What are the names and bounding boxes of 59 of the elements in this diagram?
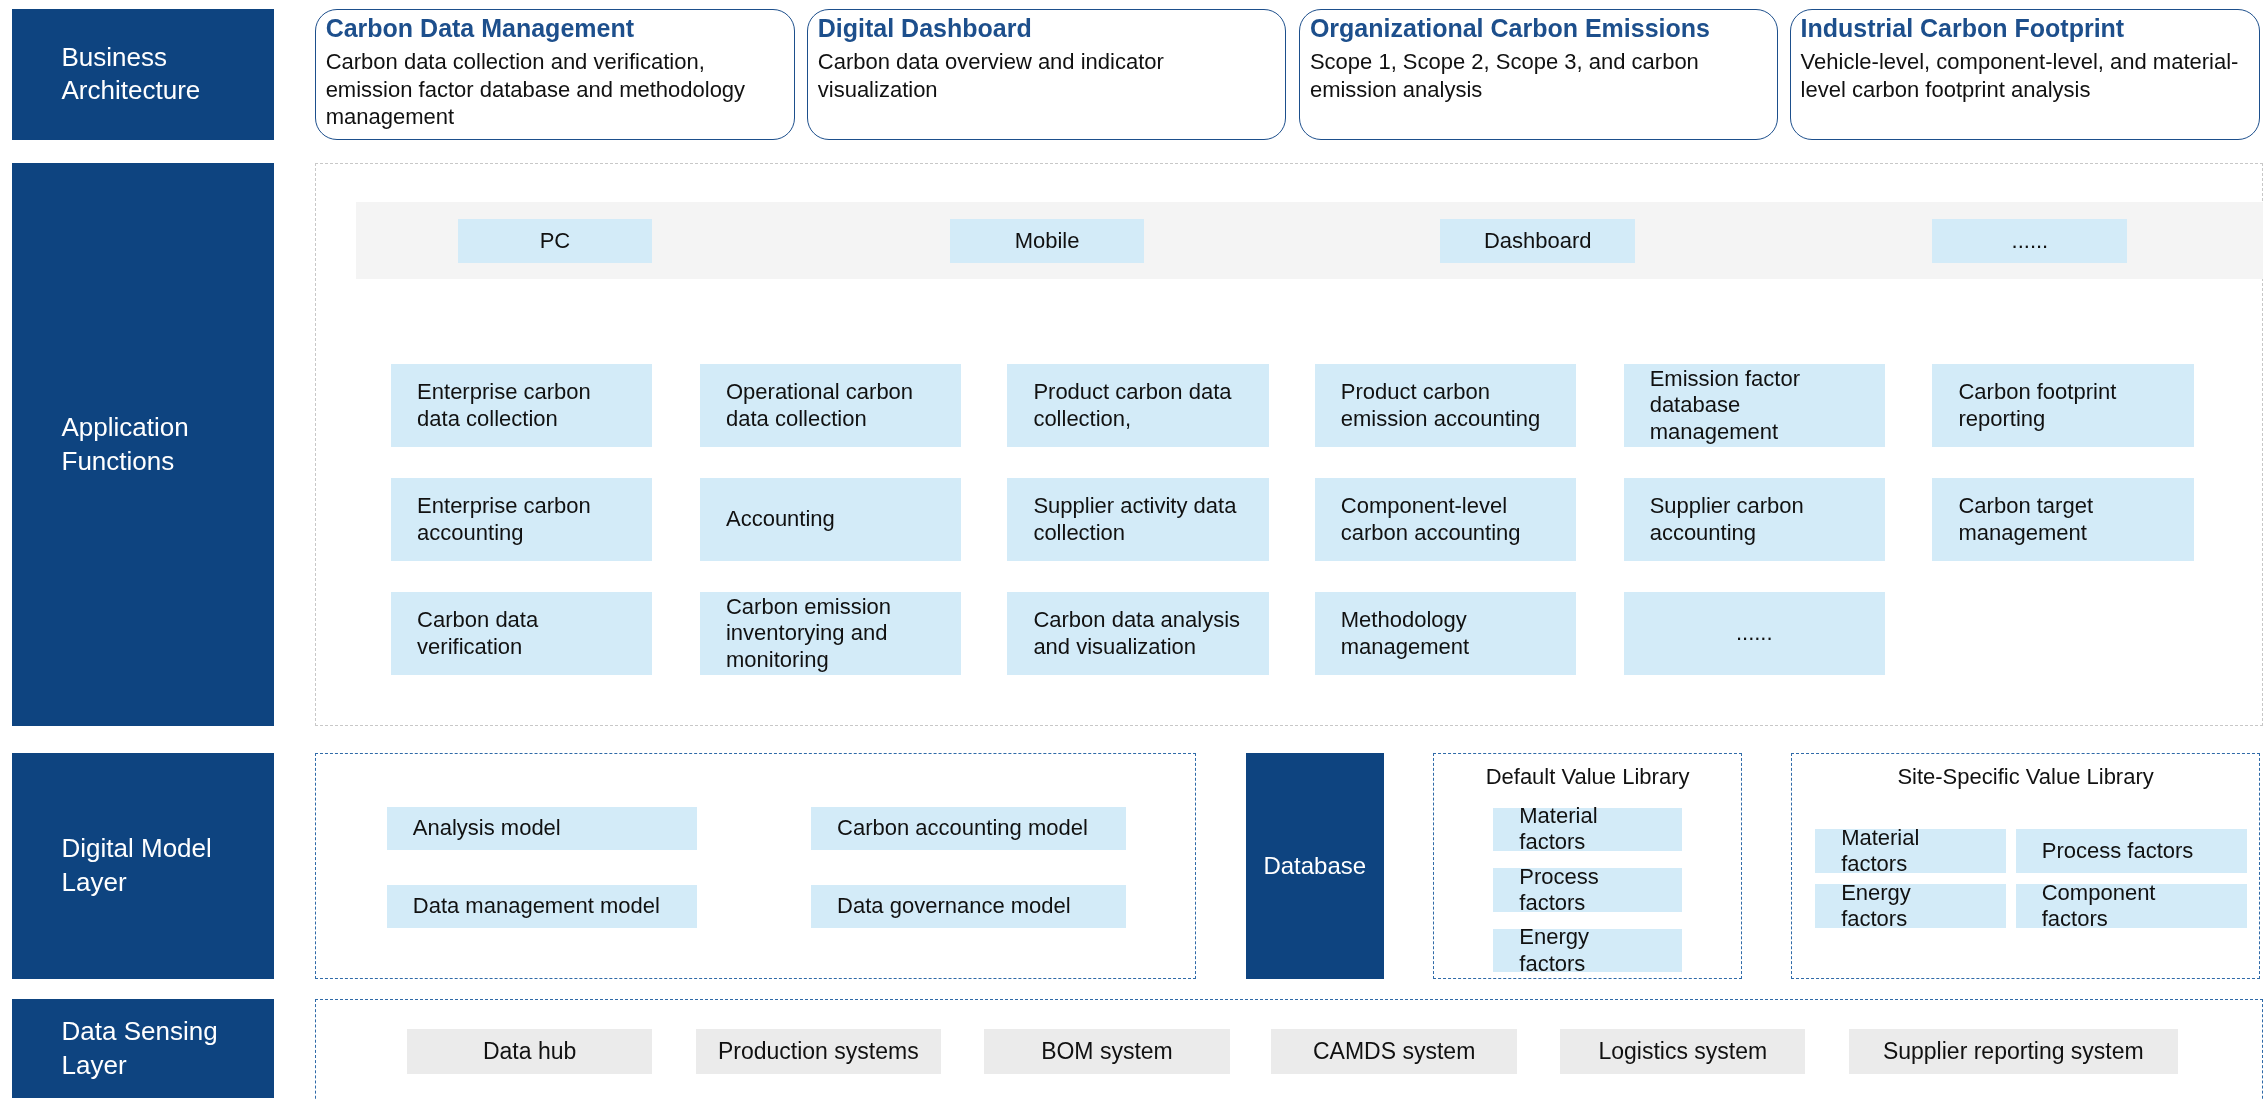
function-item: Emission factor database management [1623,363,1885,448]
card-description: Carbon data collection and verification, emission factor database and methodology management [325,48,747,131]
model-item: Carbon accounting model [811,806,1126,851]
factor-item: Component factors [2015,884,2247,928]
function-item: Product carbon data collection, [1007,363,1269,448]
card-description: Vehicle-level, component-level, and material-level carbon footprint analysis [1800,48,2240,104]
card-title: Digital Dashboard [817,12,1033,44]
system-item: BOM system [984,1029,1230,1074]
card-title: Carbon Data Management [325,12,635,44]
layer-header: Digital Model Layer [11,753,275,979]
card-description: Scope 1, Scope 2, Scope 3, and carbon emission analysis [1309,48,1700,104]
factor-item: Energy factors [1493,929,1683,973]
layer-header: Business Architecture [11,8,275,140]
function-item: Supplier activity data collection [1007,477,1269,562]
library-title: Site-Specific Value Library [1896,764,2155,791]
business-card [314,8,796,140]
channel-label: Dashboard [1440,219,1636,263]
system-item: Logistics system [1560,1029,1806,1074]
system-item: Supplier reporting system [1848,1029,2178,1074]
function-item: ...... [1623,591,1885,676]
function-item: Carbon data verification [391,591,653,676]
function-item: Enterprise carbon accounting [391,477,653,562]
function-item: Carbon data analysis and visualization [1007,591,1269,676]
function-item: Carbon footprint reporting [1932,363,2194,448]
model-item: Analysis model [386,806,698,851]
factor-item: Process factors [2015,829,2247,873]
card-description: Carbon data overview and indicator visualization [817,48,1165,104]
system-item: Data hub [407,1029,653,1074]
system-item: Production systems [695,1029,941,1074]
function-item: Operational carbon data collection [699,363,962,448]
model-item: Data management model [386,884,698,928]
model-item: Data governance model [811,884,1126,928]
function-item: Product carbon emission accounting [1314,363,1576,448]
function-item: Enterprise carbon data collection [391,363,653,448]
factor-item: Material factors [1815,829,2006,873]
function-item: Methodology management [1314,591,1576,676]
function-item: Supplier carbon accounting [1623,477,1885,562]
factor-item: Material factors [1493,807,1683,852]
factor-item: Process factors [1493,868,1683,912]
channel-label: ...... [1932,219,2128,263]
library-panel [1791,753,2261,979]
function-item: Carbon target management [1932,477,2194,562]
layer-header: Application Functions [11,163,275,726]
layer-header: Data Sensing Layer [11,998,275,1099]
system-item: CAMDS system [1271,1029,1517,1074]
factor-item: Energy factors [1815,884,2006,928]
library-title: Default Value Library [1484,764,1691,791]
business-card [806,8,1286,140]
card-title: Organizational Carbon Emissions [1309,12,1711,44]
business-card [1789,8,2261,140]
library-panel [1433,753,1742,979]
function-item: Accounting [699,477,962,562]
card-title: Industrial Carbon Footprint [1800,12,2126,44]
database-block: Database [1245,753,1385,979]
business-card [1298,8,1779,140]
channel-label: PC [457,219,653,263]
function-item: Component-level carbon accounting [1314,477,1576,562]
channel-label: Mobile [949,219,1145,263]
function-item: Carbon emission inventorying and monitoring [699,591,962,676]
